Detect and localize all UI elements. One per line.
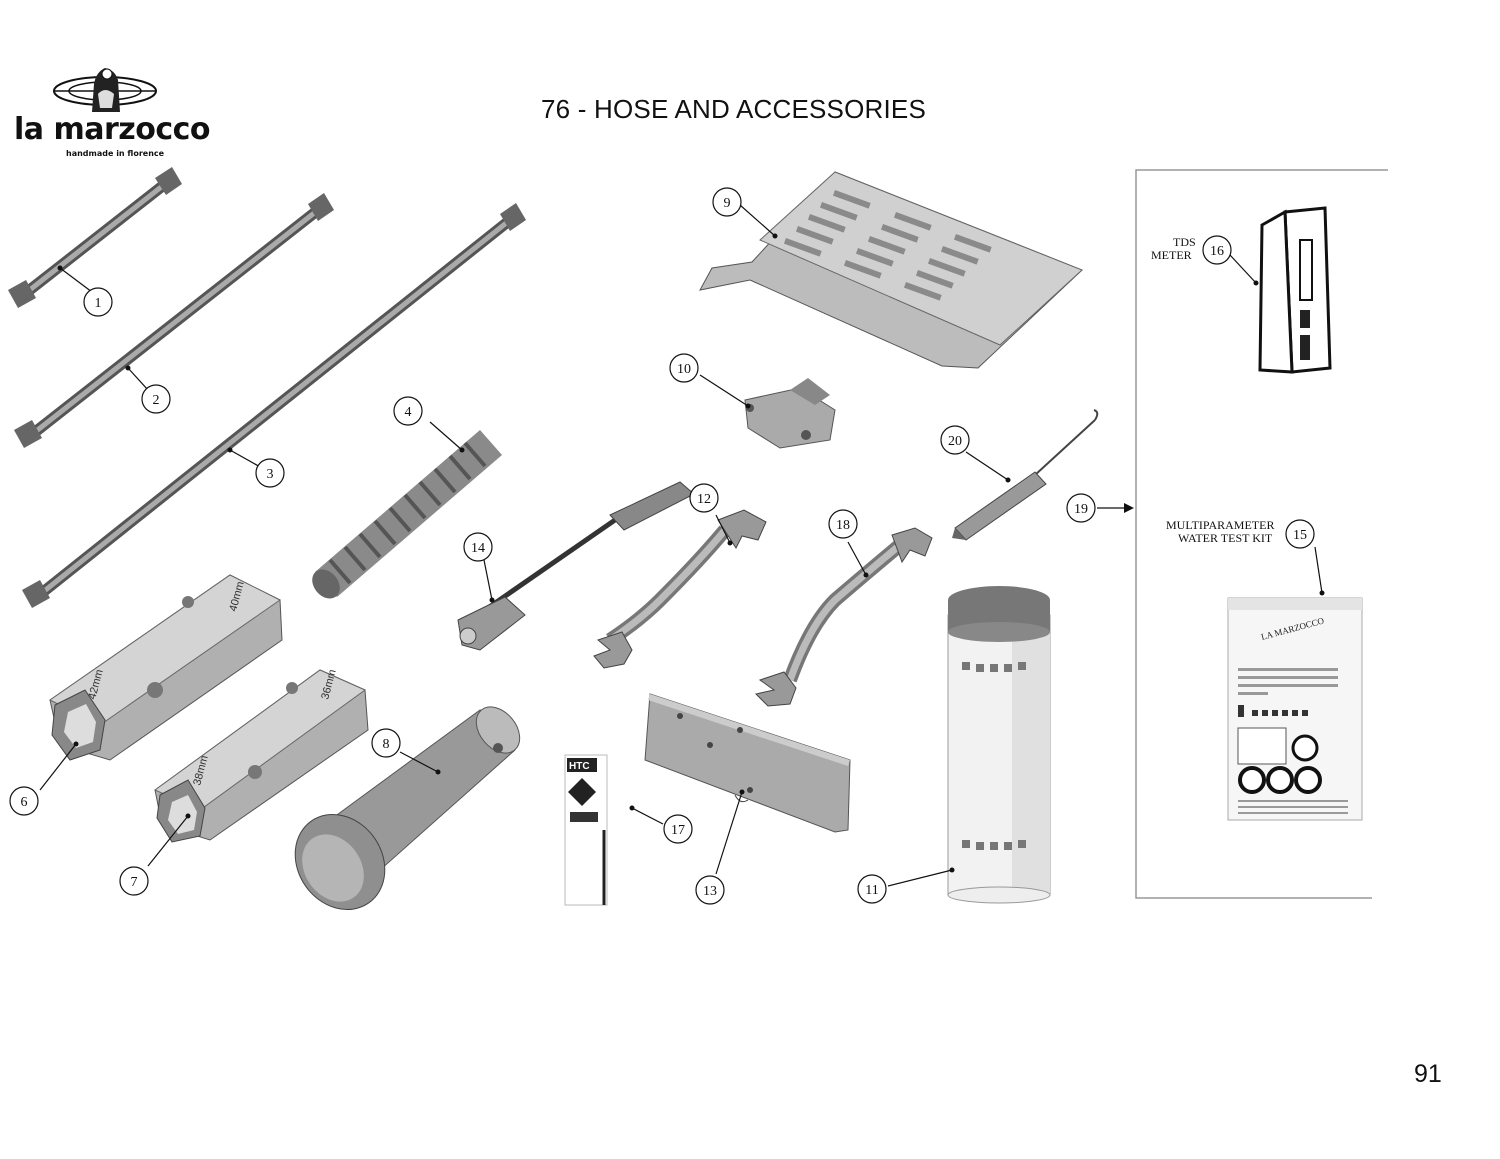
callout-number: 11 bbox=[865, 883, 878, 898]
callout-circle bbox=[669, 353, 699, 383]
leader-dots bbox=[57, 233, 1325, 873]
callout-part-13: 13 bbox=[695, 875, 725, 905]
callout-circle bbox=[689, 483, 719, 513]
label-strip-17: HTC bbox=[564, 754, 608, 906]
callout-number: 3 bbox=[267, 467, 274, 482]
callout-circle bbox=[83, 287, 113, 317]
callout-number: 14 bbox=[471, 541, 485, 556]
filter-cylinder-11 bbox=[947, 586, 1051, 904]
callout-part-3: 3 bbox=[255, 458, 285, 488]
callout-number: 6 bbox=[21, 795, 28, 810]
multiparameter-label-line1: MULTIPARAMETER bbox=[1166, 518, 1274, 532]
callout-part-20: 20 bbox=[940, 425, 970, 455]
callout-part-8: 8 bbox=[371, 728, 401, 758]
callout-part-12: 12 bbox=[689, 483, 719, 513]
callout-part-19: 19 bbox=[1066, 493, 1096, 523]
callout-part-2: 2 bbox=[141, 384, 171, 414]
callout-number: 10 bbox=[677, 362, 691, 377]
page-number: 91 bbox=[1414, 1060, 1442, 1088]
callout-part-14: 14 bbox=[463, 532, 493, 562]
drip-grille-9 bbox=[699, 171, 1083, 369]
callout-circle bbox=[255, 458, 285, 488]
callout-part-11: 11 bbox=[857, 874, 887, 904]
callout-circle bbox=[1285, 519, 1315, 549]
callout-number: 8 bbox=[383, 737, 390, 752]
probe-14 bbox=[457, 481, 695, 651]
spanner-12 bbox=[593, 509, 767, 669]
callout-number: 15 bbox=[1293, 528, 1307, 543]
callout-circle bbox=[663, 814, 693, 844]
brand-name: la marzocco bbox=[14, 112, 211, 147]
hook-tool-20 bbox=[952, 409, 1099, 541]
callout-part-10: 10 bbox=[669, 353, 699, 383]
socket-wrench-6: 42mm 40mm bbox=[49, 574, 283, 761]
callout-circle bbox=[371, 728, 401, 758]
bracket-10 bbox=[744, 378, 836, 449]
callout-part-1: 1 bbox=[83, 287, 113, 317]
callout-circle bbox=[695, 875, 725, 905]
lion-globe-logo-icon bbox=[53, 68, 157, 112]
callout-part-4: 4 bbox=[393, 396, 423, 426]
hose-1 bbox=[8, 167, 182, 308]
callout-circle bbox=[828, 509, 858, 539]
callout-circle bbox=[940, 425, 970, 455]
callout-number: 1 bbox=[95, 296, 102, 311]
leader-lines bbox=[39, 204, 1323, 887]
hose-2 bbox=[14, 193, 334, 448]
callout-part-15: 15 bbox=[1285, 519, 1315, 549]
callout-number: 16 bbox=[1210, 244, 1224, 259]
callout-circle bbox=[119, 866, 149, 896]
spanner-18 bbox=[755, 527, 933, 707]
water-test-kit-15: LA MARZOCCO bbox=[1227, 597, 1363, 821]
callout-part-7: 7 bbox=[119, 866, 149, 896]
htc-label: HTC bbox=[569, 761, 590, 772]
callout-number: 18 bbox=[836, 518, 850, 533]
callout-circle bbox=[712, 187, 742, 217]
callout-number: 7 bbox=[131, 875, 138, 890]
callout-part-6: 6 bbox=[9, 786, 39, 816]
kit-bracket-frame bbox=[1135, 169, 1388, 899]
callout-number: 4 bbox=[405, 405, 412, 420]
callout-circle bbox=[141, 384, 171, 414]
brand-tagline: handmade in florence bbox=[66, 149, 165, 158]
hose-3 bbox=[22, 203, 526, 608]
callout-number: 9 bbox=[724, 196, 731, 211]
spring-4 bbox=[312, 430, 502, 599]
tds-label-line2: METER bbox=[1151, 248, 1192, 262]
arrow-19-head bbox=[1124, 503, 1134, 513]
callout-number: 12 bbox=[697, 492, 711, 507]
multiparameter-label-line2: WATER TEST KIT bbox=[1178, 531, 1273, 545]
callout-circle bbox=[9, 786, 39, 816]
callout-number: 17 bbox=[671, 823, 685, 838]
callout-number: 20 bbox=[948, 434, 962, 449]
callout-part-9: 9 bbox=[712, 187, 742, 217]
callout-part-18: 18 bbox=[828, 509, 858, 539]
socket-wrench-7: 38mm 36mm bbox=[154, 668, 369, 843]
callout-circle bbox=[1066, 493, 1096, 523]
callout-circle bbox=[1202, 235, 1232, 265]
tds-meter-16 bbox=[1258, 206, 1332, 374]
callout-part-17: 17 bbox=[663, 814, 693, 844]
callout-number: 2 bbox=[153, 393, 160, 408]
tool-8-cylinder bbox=[294, 706, 521, 911]
tds-label-line1: TDS bbox=[1173, 235, 1196, 249]
callout-number: 13 bbox=[703, 884, 717, 899]
plate-13 bbox=[644, 693, 851, 833]
callout-part-16: 16 bbox=[1202, 235, 1232, 265]
callout-circle bbox=[857, 874, 887, 904]
callout-circle bbox=[463, 532, 493, 562]
callout-number: 19 bbox=[1074, 502, 1088, 517]
page-title: 76 - HOSE AND ACCESSORIES bbox=[541, 94, 927, 124]
callout-circle bbox=[393, 396, 423, 426]
